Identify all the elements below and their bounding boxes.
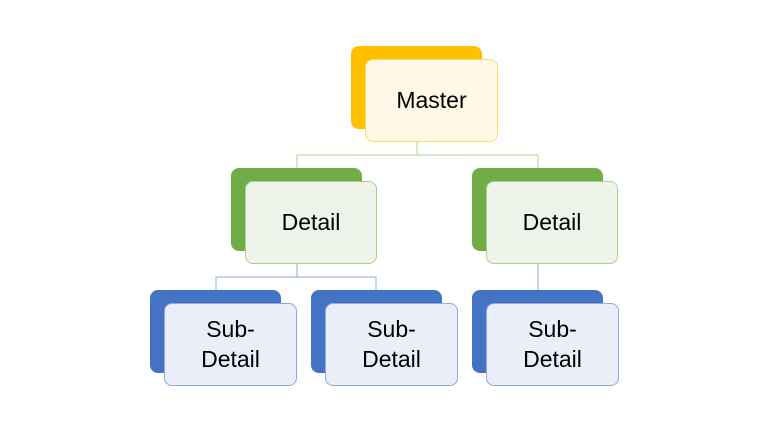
master-label: Master — [396, 86, 467, 113]
connector-detail1-to-subs — [215, 276, 377, 290]
subdetail-node-box: Sub- Detail — [325, 303, 458, 386]
detail-node-box: Detail — [486, 181, 618, 264]
subdetail-label-line2: Detail — [362, 345, 421, 372]
master-node-box: Master — [365, 59, 498, 142]
subdetail-label-line1: Sub- — [367, 315, 416, 342]
detail-node-box: Detail — [245, 181, 377, 264]
detail-label: Detail — [281, 208, 341, 235]
subdetail-label-line2: Detail — [201, 345, 260, 372]
detail-label: Detail — [522, 208, 582, 235]
subdetail-label-line1: Sub- — [206, 315, 255, 342]
subdetail-node-box: Sub- Detail — [164, 303, 297, 386]
subdetail-label-line2: Detail — [523, 345, 582, 372]
subdetail-label-line1: Sub- — [528, 315, 577, 342]
subdetail-node-box: Sub- Detail — [486, 303, 619, 386]
